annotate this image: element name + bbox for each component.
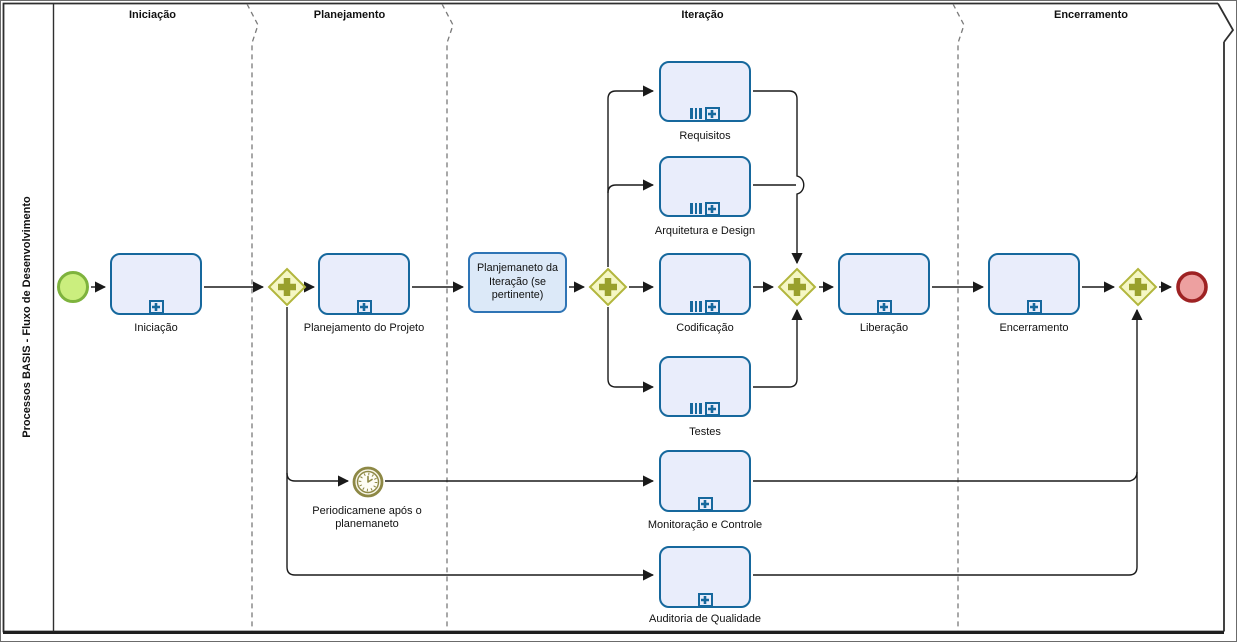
subprocess-plus-icon xyxy=(697,497,713,511)
parallel-gateway-1[interactable] xyxy=(267,267,307,307)
subprocess-plus-icon xyxy=(148,300,164,314)
pool-title: Processos BASIS - Fluxo de Desenvolvimen… xyxy=(21,196,33,438)
flow-gw2-to-arquitetura xyxy=(607,179,655,194)
multi-instance-icon xyxy=(690,203,702,216)
task-label-requisitos: Requisitos xyxy=(679,130,731,142)
subprocess-plus-icon xyxy=(704,402,720,416)
task-auditoria-qualidade[interactable] xyxy=(659,546,751,608)
end-event[interactable] xyxy=(1175,270,1209,304)
subprocess-plus-icon xyxy=(356,300,372,314)
task-label-liberacao: Liberação xyxy=(859,322,909,334)
flow-gw1-to-auditoria xyxy=(286,307,655,581)
task-label-arquitetura-design: Arquitetura e Design xyxy=(654,225,756,237)
task-label-encerramento: Encerramento xyxy=(999,322,1069,334)
subprocess-plus-icon xyxy=(876,300,892,314)
lane-label-iniciacao: Iniciação xyxy=(128,9,177,21)
start-event-icon xyxy=(57,271,89,303)
subprocess-plus-icon xyxy=(1026,300,1042,314)
plus-icon xyxy=(1129,278,1147,296)
lane-label-planejamento: Planejamento xyxy=(313,9,386,21)
subprocess-plus-icon xyxy=(704,107,720,121)
task-codificacao[interactable] xyxy=(659,253,751,315)
task-label-auditoria-qualidade: Auditoria de Qualidade xyxy=(649,613,761,625)
flow-testes-to-gw3 xyxy=(753,308,803,388)
subprocess-plus-icon xyxy=(704,202,720,216)
task-label-iniciacao: Iniciação xyxy=(134,322,178,334)
timer-event-label: Periodicamene após o planemaneto xyxy=(312,505,422,530)
task-label-planejamento-projeto: Planejamento do Projeto xyxy=(303,322,425,334)
task-label-testes: Testes xyxy=(689,426,721,438)
flow-requisitos-to-gw3 xyxy=(753,90,805,265)
task-requisitos[interactable] xyxy=(659,61,751,122)
flow-monitoracao-to-gw4 xyxy=(753,471,1138,482)
task-arquitetura-design[interactable] xyxy=(659,156,751,217)
timer-event[interactable] xyxy=(351,465,385,499)
iteration-planning-note[interactable]: Planjemaneto da Iteração (se pertinente) xyxy=(468,252,567,313)
lane-label-iteracao: Iteração xyxy=(681,9,724,21)
pool-border xyxy=(2,2,1235,633)
flow-gw1-to-timer xyxy=(286,472,350,487)
subprocess-plus-icon xyxy=(704,300,720,314)
flow-auditoria-to-gw4 xyxy=(753,308,1143,576)
subprocess-plus-icon xyxy=(697,593,713,607)
parallel-gateway-3[interactable] xyxy=(777,267,817,307)
task-iniciacao[interactable] xyxy=(110,253,202,315)
plus-icon xyxy=(599,278,617,296)
task-label-monitoracao-controle: Monitoração e Controle xyxy=(647,519,763,531)
task-label-codificacao: Codificação xyxy=(676,322,734,334)
lane-separator-3 xyxy=(952,3,965,631)
lane-separator-1 xyxy=(246,3,259,631)
multi-instance-icon xyxy=(690,403,702,416)
flow-gw2-to-requisitos xyxy=(607,85,655,267)
plus-icon xyxy=(278,278,296,296)
task-testes[interactable] xyxy=(659,356,751,417)
task-planejamento-projeto[interactable] xyxy=(318,253,410,315)
task-liberacao[interactable] xyxy=(838,253,930,315)
lane-separator-2 xyxy=(441,3,454,631)
note-text: Planjemaneto da Iteração (se pertinente) xyxy=(476,262,559,302)
lane-label-encerramento: Encerramento xyxy=(1054,9,1128,21)
end-event-icon xyxy=(1176,271,1208,303)
task-monitoracao-controle[interactable] xyxy=(659,450,751,512)
plus-icon xyxy=(788,278,806,296)
timer-clock-icon xyxy=(352,466,384,498)
task-encerramento[interactable] xyxy=(988,253,1080,315)
multi-instance-icon xyxy=(690,108,702,121)
parallel-gateway-2[interactable] xyxy=(588,267,628,307)
multi-instance-icon xyxy=(690,301,702,314)
start-event[interactable] xyxy=(56,270,90,304)
flow-gw2-to-testes xyxy=(607,307,655,393)
parallel-gateway-4[interactable] xyxy=(1118,267,1158,307)
